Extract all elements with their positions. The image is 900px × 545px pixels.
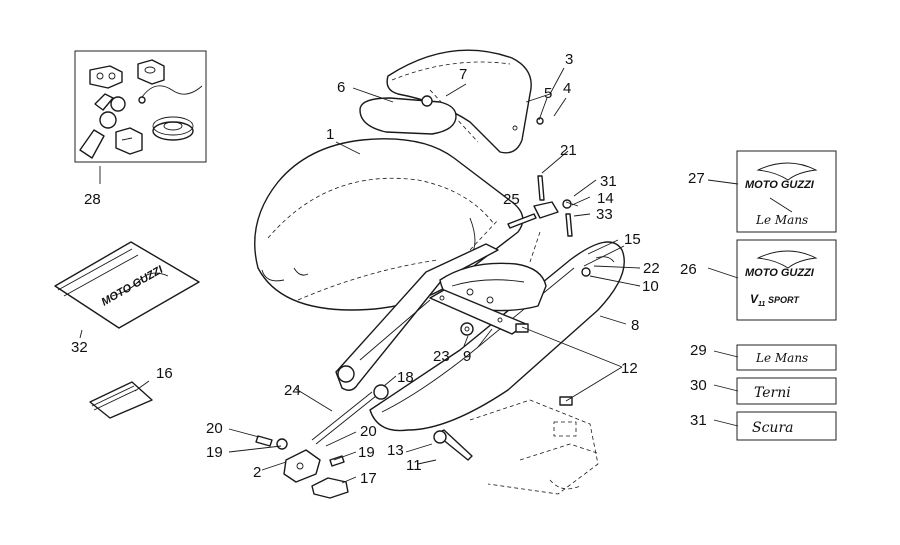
callout-labels: 1 2 3 4 5 6 7 8 9 10 11 12 13 14 15 16 1… (71, 51, 707, 487)
cowl-pad-part (359, 97, 457, 135)
stripe-decal-icon (769, 197, 793, 213)
callout-15: 15 (624, 231, 641, 248)
decal-31: Scura (736, 411, 837, 441)
decal-31-text: Scura (752, 420, 794, 436)
callout-29: 29 (690, 342, 707, 359)
lock-kit-panel (74, 50, 207, 163)
callout-24: 24 (284, 382, 301, 399)
callout-26: 26 (680, 261, 697, 278)
callout-2: 2 (253, 464, 261, 481)
callout-19-right: 19 (358, 444, 375, 461)
decal-kit-27: MOTO GUZZI Le Mans (736, 150, 837, 233)
eagle-logo-icon (756, 162, 818, 181)
decal-29-text: Le Mans (755, 351, 808, 365)
callout-9: 9 (463, 348, 471, 365)
seat-cover-booklet-part (89, 381, 153, 419)
decal-kit-26: MOTO GUZZI V 11 SPORT (736, 239, 837, 321)
callout-32: 32 (71, 339, 88, 356)
callout-18: 18 (397, 369, 414, 386)
callout-20-right: 20 (360, 423, 377, 440)
callout-14: 14 (597, 190, 614, 207)
callout-10: 10 (642, 278, 659, 295)
decal-30: Terni (736, 377, 837, 405)
callout-20-left: 20 (206, 420, 223, 437)
callout-6: 6 (337, 79, 345, 96)
callout-17: 17 (360, 470, 377, 487)
ignition-switch-part (89, 65, 123, 89)
callout-1: 1 (326, 126, 334, 143)
leader-lines (79, 67, 739, 484)
seat-lock-part (115, 127, 143, 155)
callout-4: 4 (563, 80, 571, 97)
decal-27-brand: MOTO GUZZI (745, 179, 815, 191)
callout-30: 30 (690, 377, 707, 394)
clip-upper-part (515, 323, 529, 333)
grommet-part (460, 322, 474, 336)
callout-28: 28 (84, 191, 101, 208)
callout-31-center: 31 (600, 173, 617, 190)
key-part (79, 93, 126, 159)
callout-22: 22 (643, 260, 660, 277)
rear-frame-part (469, 399, 601, 495)
callout-21: 21 (560, 142, 577, 159)
callout-8: 8 (631, 317, 639, 334)
release-cable-part (311, 391, 377, 445)
decal-27-le-mans: Le Mans (755, 213, 808, 227)
cable-reel-part (152, 116, 194, 141)
decal-26-brand: MOTO GUZZI (745, 267, 815, 279)
decal-30-text: Terni (754, 385, 791, 401)
owner-pouch-part: MOTO GUZZI (54, 241, 200, 329)
seat-rail-part (335, 243, 499, 391)
cowl-plug-part (421, 95, 433, 107)
callout-27: 27 (688, 170, 705, 187)
callout-25: 25 (503, 191, 520, 208)
tail-fairing-part (369, 241, 625, 432)
callout-19-left: 19 (206, 444, 223, 461)
decal-26-v11-sub: 11 (758, 301, 765, 308)
callout-12: 12 (621, 360, 638, 377)
lock-cylinder-part (137, 59, 165, 85)
upper-bolts-part (507, 117, 591, 277)
bushing-part (373, 384, 389, 400)
cable-part (138, 85, 203, 104)
callout-31-right: 31 (690, 412, 707, 429)
eagle-emblem-icon (111, 272, 169, 297)
callout-23: 23 (433, 348, 450, 365)
decal-29: Le Mans (736, 344, 837, 371)
callout-16: 16 (156, 365, 173, 382)
callout-13: 13 (387, 442, 404, 459)
eagle-logo-icon (756, 250, 818, 269)
latch-lever-part (311, 477, 349, 499)
bolt-part (433, 429, 473, 461)
decal-26-v11-suffix: SPORT (768, 295, 800, 305)
guide-cable-part (469, 219, 541, 263)
callout-7: 7 (459, 66, 467, 83)
seat-latch-part (283, 449, 321, 483)
decal-26-v11-prefix: V (750, 292, 759, 306)
callout-5: 5 (544, 85, 552, 102)
callout-11: 11 (406, 457, 422, 474)
callout-33: 33 (596, 206, 613, 223)
callout-3: 3 (565, 51, 573, 68)
